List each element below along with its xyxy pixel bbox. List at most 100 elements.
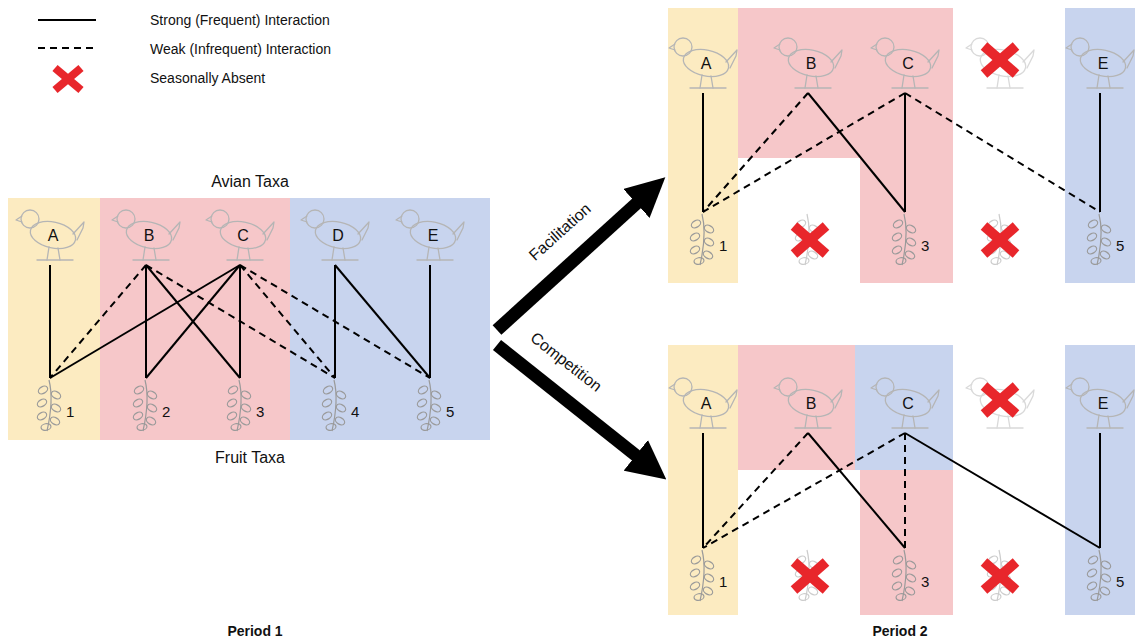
bird-taxon: A (668, 28, 738, 93)
weak-interaction (703, 433, 905, 548)
fruit-icon (35, 378, 65, 433)
fruit-taxon: 1 (35, 378, 83, 433)
strong-interaction (702, 433, 704, 548)
weak-interaction (240, 265, 430, 378)
taxon-number: 2 (162, 403, 170, 421)
fruit-taxon: 5 (1085, 212, 1133, 267)
fruit-icon (415, 378, 445, 433)
fruit-icon (225, 378, 255, 433)
weak-interaction (703, 93, 808, 212)
weak-interaction (904, 433, 906, 548)
axis-label: Avian Taxa (211, 173, 289, 191)
strong-interaction (239, 265, 241, 378)
fruit-taxon: 3 (890, 212, 938, 267)
bird-taxon: B (773, 28, 843, 93)
period-label: Period 2 (872, 624, 927, 639)
strong-interaction (335, 265, 430, 378)
taxon-letter: B (776, 54, 846, 74)
color-band (8, 198, 100, 440)
taxon-letter: C (873, 54, 943, 74)
fruit-taxon: 4 (320, 378, 368, 433)
strong-interaction (905, 433, 1100, 548)
bird-taxon: B (773, 368, 843, 433)
weak-interaction (50, 265, 146, 378)
strong-interaction (50, 265, 240, 378)
fruit-taxon: 5 (415, 378, 463, 433)
taxon-number: 1 (719, 573, 727, 591)
bird-taxon: B (111, 200, 181, 265)
fruit-icon (890, 212, 920, 267)
taxon-number: 1 (719, 237, 727, 255)
fruit-taxon: 3 (225, 378, 273, 433)
taxon-number: 3 (921, 237, 929, 255)
fruit-taxon: 5 (1085, 548, 1133, 603)
taxon-letter: C (873, 394, 943, 414)
strong-interaction (1099, 433, 1101, 548)
strong-interaction (808, 433, 905, 548)
weak-interaction (703, 93, 905, 212)
taxon-letter: E (1068, 394, 1138, 414)
taxon-number: 3 (256, 403, 264, 421)
taxon-letter: B (776, 394, 846, 414)
taxon-number: 5 (1116, 573, 1124, 591)
weak-interaction (703, 433, 808, 548)
color-band (738, 345, 855, 470)
color-band (668, 8, 738, 283)
taxon-letter: B (114, 226, 184, 246)
bird-taxon: E (1065, 368, 1135, 433)
fruit-icon (890, 548, 920, 603)
absent-bird (966, 378, 1034, 428)
fruit-icon (1085, 212, 1115, 267)
strong-interaction (146, 265, 240, 378)
taxon-letter: D (303, 226, 373, 246)
strong-interaction (808, 93, 905, 212)
absent-bird (966, 38, 1034, 88)
fruit-taxon: 2 (131, 378, 179, 433)
taxon-letter: E (398, 226, 468, 246)
color-band (738, 8, 953, 158)
transition-arrow (497, 193, 648, 330)
fruit-icon (688, 212, 718, 267)
fruit-icon (1085, 548, 1115, 603)
legend-text: Strong (Frequent) Interaction (150, 12, 330, 28)
strong-interaction (904, 93, 906, 212)
color-band (290, 198, 490, 440)
fruit-icon (320, 378, 350, 433)
absent-cross (794, 46, 1016, 590)
bird-taxon: C (870, 368, 940, 433)
strong-interaction (49, 265, 51, 378)
taxon-number: 5 (1116, 237, 1124, 255)
strong-interaction (146, 265, 240, 378)
fruit-taxon: 1 (688, 548, 736, 603)
fruit-taxon: 3 (890, 548, 938, 603)
color-band (668, 345, 738, 615)
fruit-taxon: 1 (688, 212, 736, 267)
fruit-icon (688, 548, 718, 603)
bird-taxon: C (205, 200, 275, 265)
color-band (1065, 345, 1135, 615)
absent-cross-sample (55, 68, 81, 90)
strong-interaction (334, 265, 336, 378)
bird-taxon: D (300, 200, 370, 265)
taxon-letter: A (18, 226, 88, 246)
color-band (860, 158, 953, 283)
solid-line-sample (38, 19, 96, 21)
strong-interaction (429, 265, 431, 378)
axis-label: Fruit Taxa (215, 449, 285, 467)
legend-text: Weak (Infrequent) Interaction (150, 41, 331, 57)
strong-interaction (702, 93, 704, 212)
bird-taxon: C (870, 28, 940, 93)
bird-taxon: E (1065, 28, 1135, 93)
taxon-number: 1 (66, 403, 74, 421)
weak-interaction (240, 265, 335, 378)
taxon-number: 3 (921, 573, 929, 591)
taxon-number: 5 (446, 403, 454, 421)
taxon-letter: E (1068, 54, 1138, 74)
color-band (1065, 8, 1135, 283)
taxon-letter: A (671, 394, 741, 414)
weak-interaction (905, 93, 1100, 212)
fruit-icon (131, 378, 161, 433)
legend-text: Seasonally Absent (150, 70, 265, 86)
